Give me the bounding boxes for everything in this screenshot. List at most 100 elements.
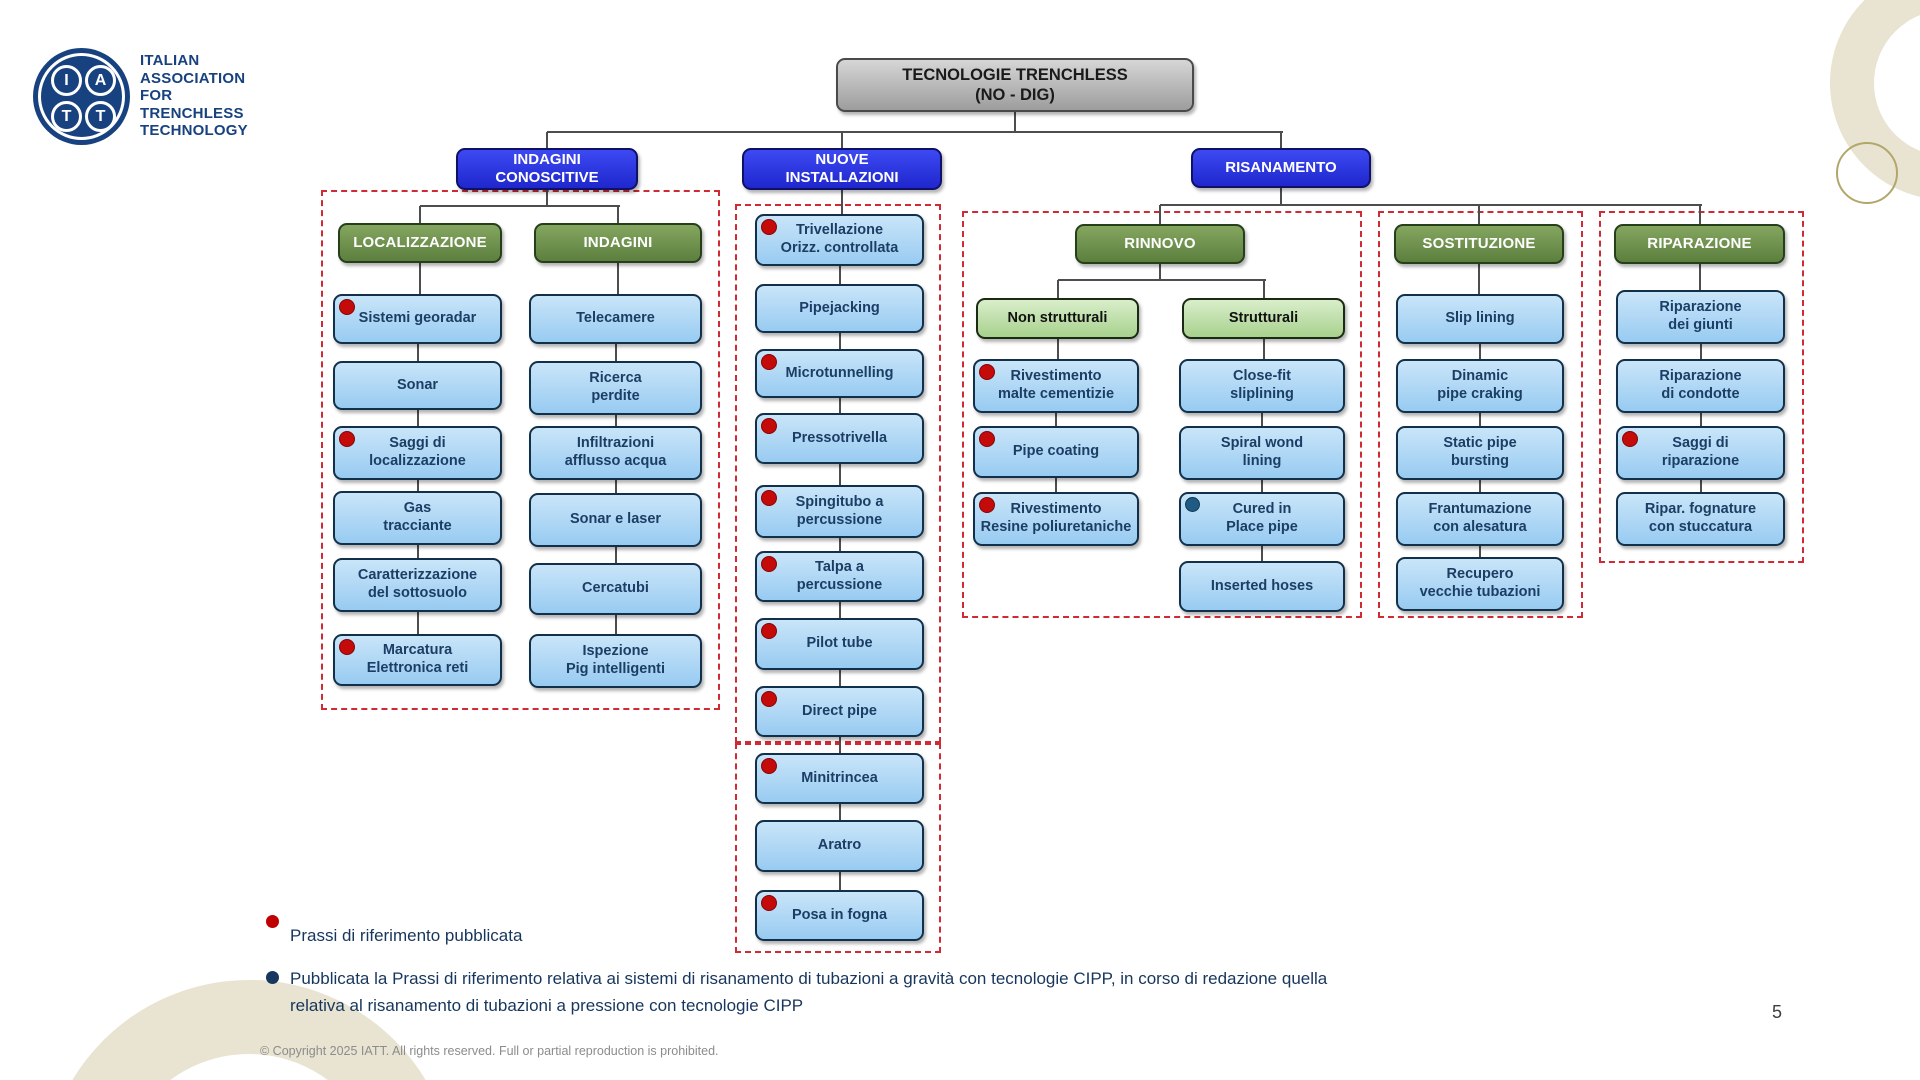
node-label-line: Resine poliuretaniche (980, 519, 1132, 535)
node-label: Posa in fogna (792, 907, 887, 925)
node-label-line: pipe craking (1437, 386, 1523, 402)
red-dot-icon (761, 895, 777, 911)
node-label: Sistemi georadar (359, 310, 477, 328)
node-sonar-e-laser: Sonar e laser (529, 493, 702, 547)
node-label-line: LOCALIZZAZIONE (353, 233, 487, 251)
node-label: RISANAMENTO (1225, 159, 1336, 177)
node-label-line: Inserted hoses (1210, 577, 1314, 594)
decorative-circle-outline (1836, 142, 1898, 204)
node-label-line: Static pipe (1443, 435, 1517, 452)
dashed-group-4 (962, 211, 1362, 618)
connector-line (617, 206, 619, 225)
connector-line (1055, 476, 1057, 494)
connector-line (1261, 411, 1263, 428)
connector-line (614, 613, 617, 636)
node-label-line: del sottosuolo (367, 585, 468, 601)
red-dot-icon (761, 354, 777, 370)
node-label-line: Trivellazione (795, 222, 884, 239)
node-label-line: INDAGINI (583, 233, 653, 251)
node-label: Microtunnelling (786, 365, 894, 383)
red-dot-icon (979, 497, 995, 513)
node-indagini: INDAGINI (534, 223, 702, 263)
red-dot-icon (761, 691, 777, 707)
connector-line (416, 610, 419, 636)
node-label-line: Slip lining (1445, 310, 1515, 327)
node-label-line: Pipejacking (799, 299, 880, 316)
logo-letter-t2: T (85, 101, 116, 132)
connector-line (1262, 337, 1265, 361)
node-label-line: SOSTITUZIONE (1422, 234, 1536, 252)
node-rinnovo: RINNOVO (1075, 224, 1245, 264)
connector-line (1159, 205, 1161, 226)
legend-red-dot-icon (266, 915, 279, 928)
node-label: SOSTITUZIONE (1422, 235, 1535, 253)
red-dot-icon (339, 299, 355, 315)
connector-line (547, 131, 1283, 133)
node-label-line: Rivestimento (1010, 368, 1102, 385)
node-label: Sonar (397, 377, 438, 395)
node-label-line: TECNOLOGIE TRENCHLESS (902, 65, 1128, 84)
node-label-line: Microtunnelling (785, 364, 894, 381)
connector-line (614, 478, 617, 495)
node-label-line: Direct pipe (802, 702, 877, 719)
node-label-line: Dinamic (1451, 368, 1509, 385)
connector-line (1160, 204, 1702, 206)
node-label-line: Cercatubi (582, 580, 649, 597)
node-label-line: Spiral wond (1220, 435, 1304, 452)
node-riparazione: RIPARAZIONE (1614, 224, 1785, 264)
dashed-group-3 (735, 743, 941, 953)
logo-text-line: ASSOCIATION (140, 69, 246, 87)
node-pilot-tube: Pilot tube (755, 618, 924, 670)
connector-line (838, 264, 841, 286)
node-label-line: sliplining (1230, 386, 1294, 402)
connector-line (1159, 262, 1161, 280)
connector-line (838, 870, 841, 892)
node-aratro: Aratro (755, 820, 924, 872)
node-label-line: Close-fit (1232, 368, 1291, 385)
node-label-line: Spingitubo a (795, 493, 884, 510)
node-label-line: Aratro (817, 837, 862, 854)
node-label-line: Ripar. fognature (1644, 501, 1757, 518)
node-label-line: (NO - DIG) (975, 86, 1055, 104)
node-label-line: tracciante (383, 518, 452, 534)
node-label-line: dei giunti (1668, 317, 1733, 333)
node-label-line: Recupero (1446, 566, 1514, 583)
logo-ring (38, 53, 125, 140)
connector-line (420, 205, 620, 207)
connector-line (1479, 411, 1481, 428)
connector-line (838, 802, 841, 822)
dashed-group-2 (735, 204, 941, 743)
connector-line (1698, 205, 1701, 226)
connector-line (838, 396, 841, 415)
node-label-line: RINNOVO (1124, 234, 1196, 252)
node-label-line: Marcatura (382, 642, 453, 659)
dashed-group-6 (1599, 211, 1804, 563)
red-dot-icon (761, 219, 777, 235)
connector-line (416, 478, 419, 493)
node-label: Aratro (818, 837, 862, 855)
node-label-line: Riparazione (1659, 368, 1742, 385)
connector-line (1698, 262, 1701, 292)
node-label-line: RISANAMENTO (1225, 158, 1337, 176)
node-slip-lining: Slip lining (1396, 294, 1564, 344)
